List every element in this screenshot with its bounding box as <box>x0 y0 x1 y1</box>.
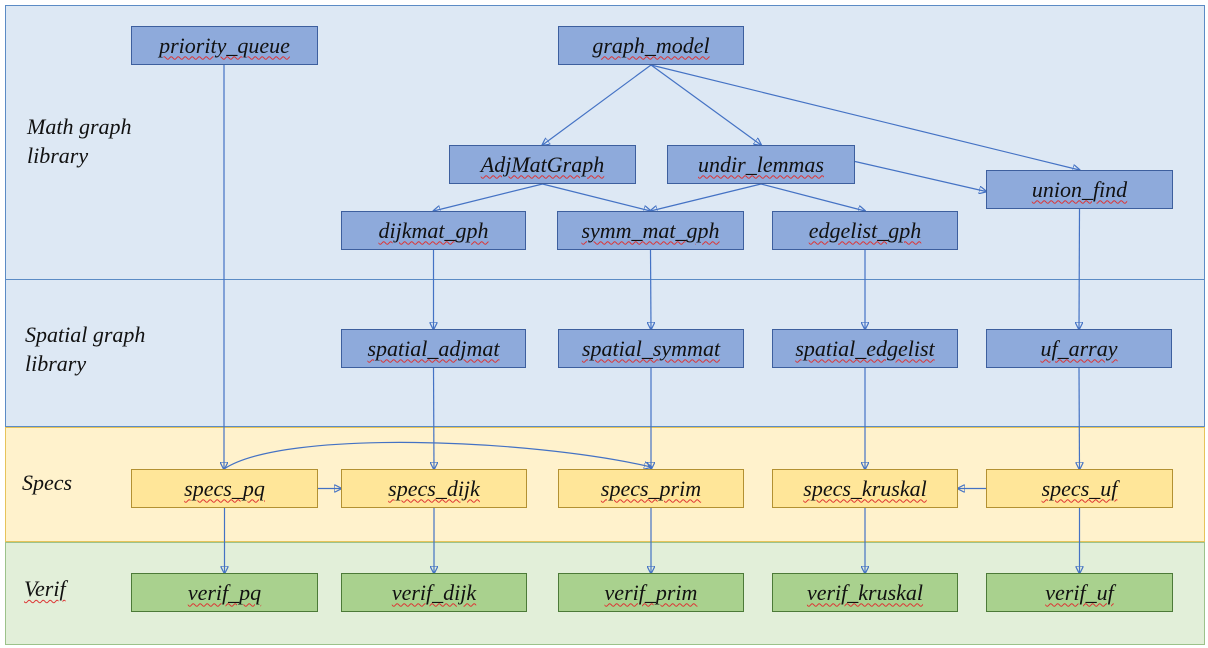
arrow-specs_pq-to-specs_prim <box>223 441 651 469</box>
arrow-undir_lemmas-to-edgelist_gph <box>760 183 865 211</box>
arrow-adjmatgraph-to-dijkmat_gph <box>434 183 543 211</box>
node-specs-pq[interactable]: specs_pq <box>131 469 318 508</box>
node-undir-lemmas[interactable]: undir_lemmas <box>667 145 855 184</box>
node-priority-queue[interactable]: priority_queue <box>131 26 318 65</box>
node-specs-dijk[interactable]: specs_dijk <box>341 469 527 508</box>
node-verif-prim[interactable]: verif_prim <box>558 573 744 612</box>
node-adjmatgraph[interactable]: AdjMatGraph <box>449 145 636 184</box>
node-specs-prim[interactable]: specs_prim <box>558 469 744 508</box>
node-dijkmat-gph[interactable]: dijkmat_gph <box>341 211 526 250</box>
node-specs-uf[interactable]: specs_uf <box>986 469 1173 508</box>
node-verif-uf[interactable]: verif_uf <box>986 573 1173 612</box>
node-spatial-adjmat[interactable]: spatial_adjmat <box>341 329 526 368</box>
node-graph-model[interactable]: graph_model <box>558 26 744 65</box>
node-edgelist-gph[interactable]: edgelist_gph <box>772 211 958 250</box>
arrow-uf_array-to-specs_uf <box>1079 367 1080 469</box>
node-union-find[interactable]: union_find <box>986 170 1173 209</box>
arrow-undir_lemmas-to-union_find <box>854 160 986 192</box>
node-symm-mat-gph[interactable]: symm_mat_gph <box>557 211 744 250</box>
math-layer-label: Math graph library <box>27 114 132 168</box>
arrow-graph_model-to-undir_lemmas <box>650 64 761 145</box>
node-uf-array[interactable]: uf_array <box>986 329 1172 368</box>
node-verif-kruskal[interactable]: verif_kruskal <box>772 573 958 612</box>
node-specs-kruskal[interactable]: specs_kruskal <box>772 469 958 508</box>
arrow-symm_mat_gph-to-spatial_symmat <box>651 249 652 329</box>
node-spatial-edgelist[interactable]: spatial_edgelist <box>772 329 958 368</box>
arrow-union_find-to-uf_array <box>1079 208 1080 329</box>
arrow-graph_model-to-union_find <box>650 64 1080 170</box>
specs-layer-label: Specs <box>22 470 73 495</box>
spatial-layer-label: Spatial graph library <box>25 322 146 376</box>
verif-layer-label: Verif <box>24 576 66 601</box>
arrow-graph_model-to-adjmatgraph <box>543 64 652 145</box>
node-verif-dijk[interactable]: verif_dijk <box>341 573 527 612</box>
arrow-adjmatgraph-to-symm_mat_gph <box>542 183 651 211</box>
arrow-undir_lemmas-to-symm_mat_gph <box>651 183 762 211</box>
node-spatial-symmat[interactable]: spatial_symmat <box>558 329 744 368</box>
node-verif-pq[interactable]: verif_pq <box>131 573 318 612</box>
arrow-spatial_adjmat-to-specs_dijk <box>434 367 435 469</box>
